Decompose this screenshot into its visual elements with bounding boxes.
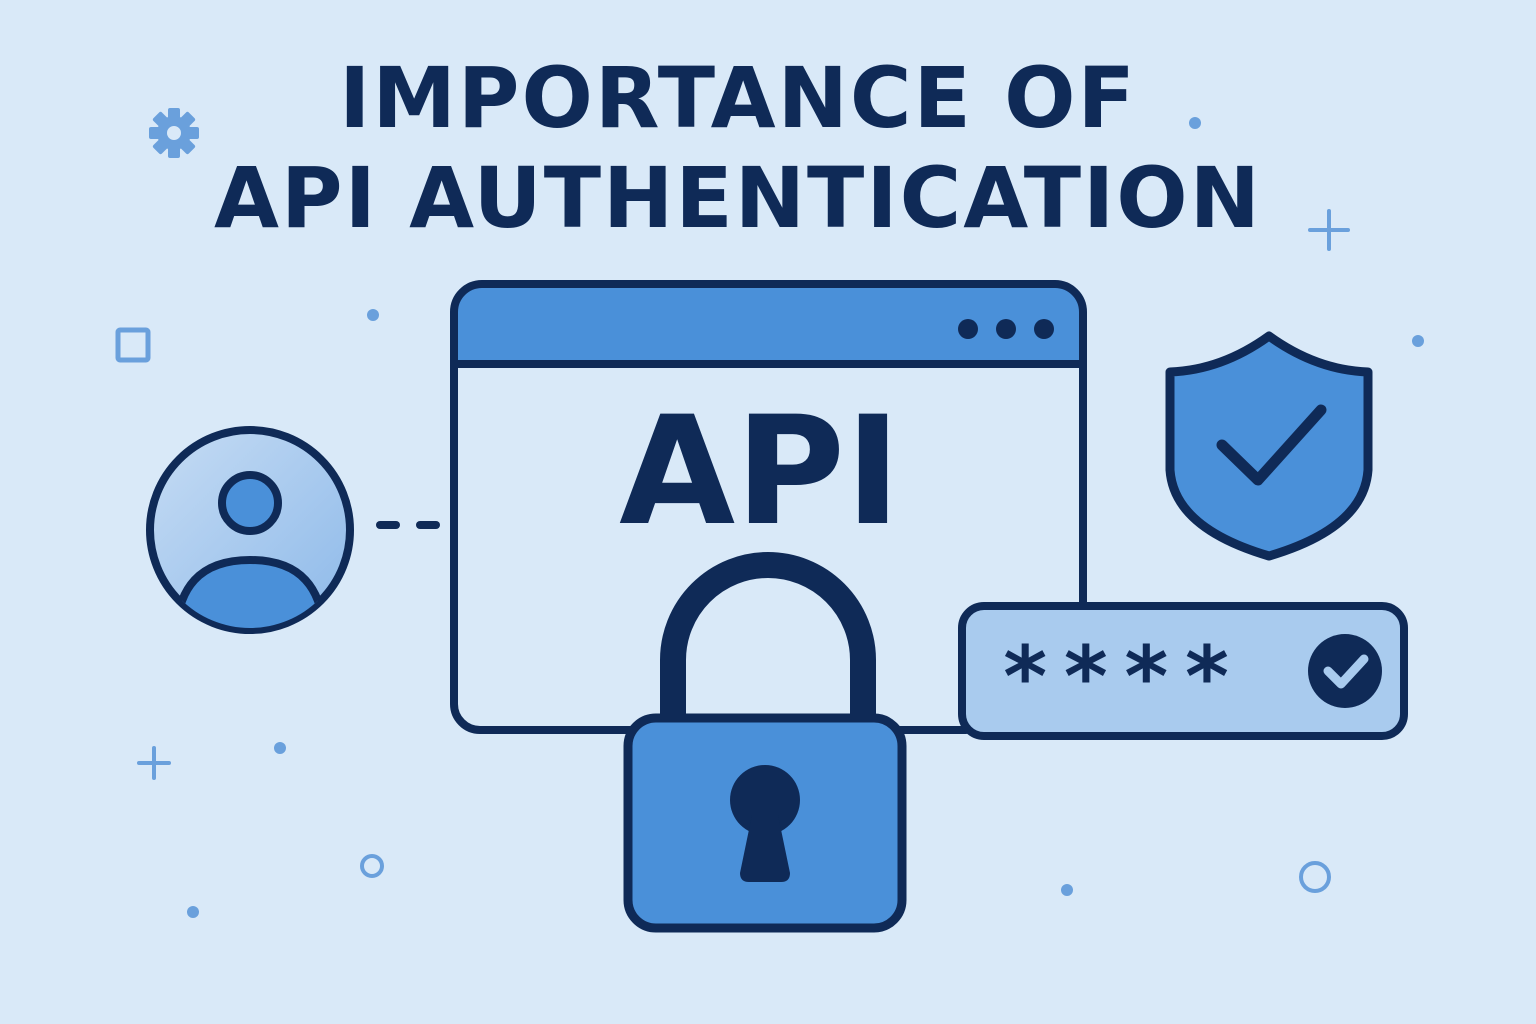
plus-icon	[1308, 209, 1350, 251]
ring-icon	[360, 854, 384, 878]
dot-icon	[187, 906, 199, 918]
dot-icon	[1412, 335, 1424, 347]
window-dot-icon	[1034, 319, 1054, 339]
dot-icon	[1189, 117, 1201, 129]
dot-icon	[367, 309, 379, 321]
dot-icon	[1061, 884, 1073, 896]
api-label: API	[619, 385, 901, 559]
page-title: IMPORTANCE OF API AUTHENTICATION	[0, 48, 1476, 248]
browser-window-icon	[450, 280, 1087, 734]
square-outline-icon	[115, 327, 151, 363]
plus-icon	[137, 746, 171, 780]
gear-icon	[149, 108, 199, 158]
padlock-icon	[623, 552, 907, 933]
user-avatar-icon	[146, 426, 354, 634]
check-circle-icon	[1308, 634, 1382, 708]
password-field-icon	[958, 602, 1408, 740]
window-dot-icon	[996, 319, 1016, 339]
password-mask: ****	[1000, 628, 1243, 726]
window-dot-icon	[958, 319, 978, 339]
keyhole-icon	[730, 765, 800, 835]
dot-icon	[274, 742, 286, 754]
title-line-2: API AUTHENTICATION	[214, 149, 1262, 247]
title-line-1: IMPORTANCE OF	[339, 49, 1137, 147]
shield-check-icon	[1165, 331, 1373, 561]
ring-icon	[1299, 861, 1331, 893]
